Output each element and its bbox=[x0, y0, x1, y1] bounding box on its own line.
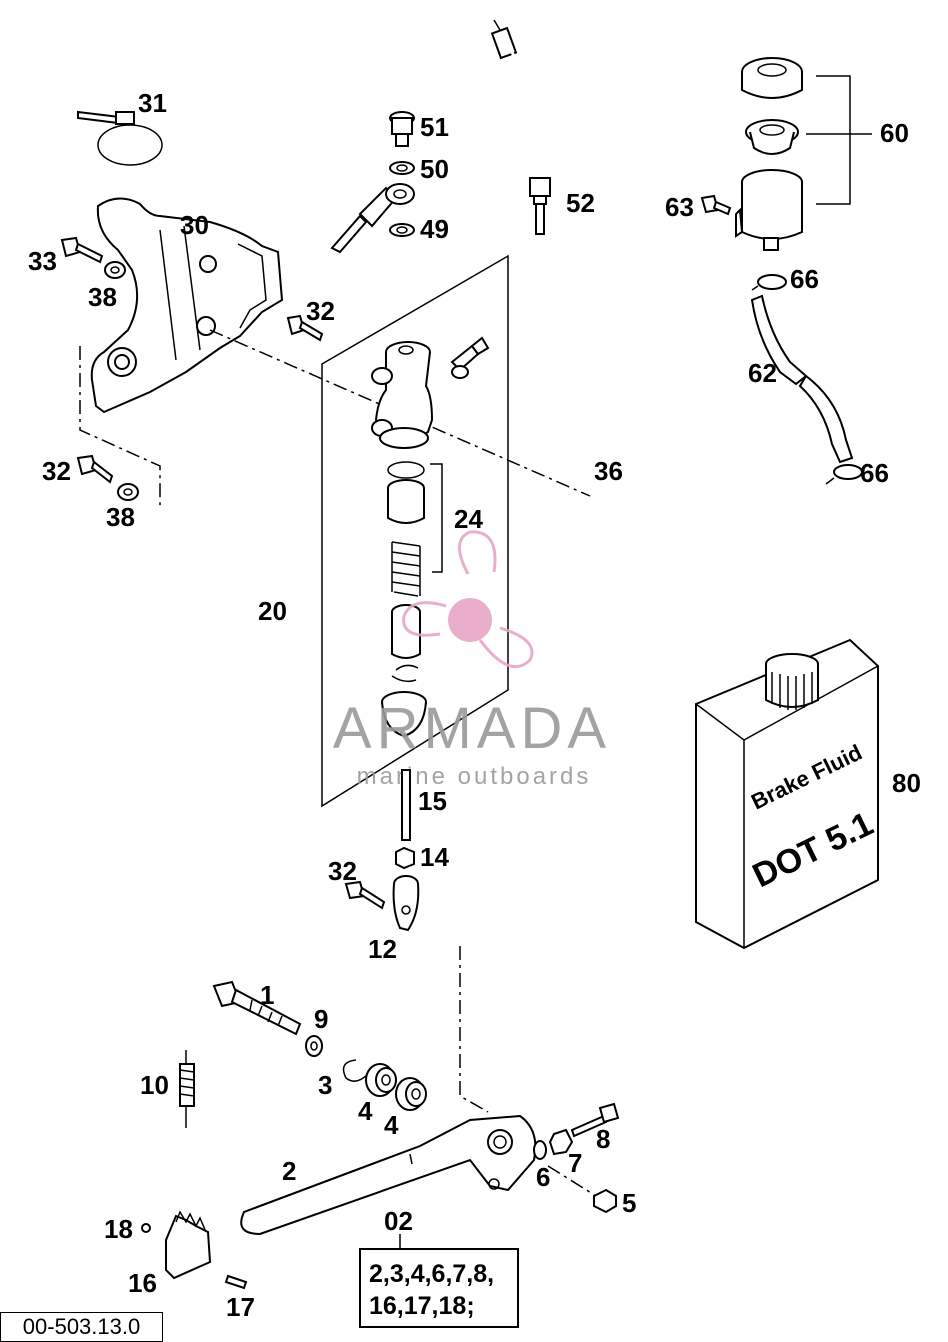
step-plate-part bbox=[165, 1210, 212, 1280]
callout-66-bottom: 66 bbox=[860, 458, 889, 488]
banjo-bolt-51-part bbox=[389, 111, 415, 147]
callout-52: 52 bbox=[566, 188, 595, 218]
rivet-18-part bbox=[141, 1223, 151, 1233]
bolt-33-part bbox=[60, 236, 104, 264]
brake-hose-fitting-part bbox=[330, 183, 415, 254]
hose-clamp-66-bottom-part bbox=[825, 464, 863, 485]
screw-63-part bbox=[700, 194, 732, 216]
hose-nipple-part bbox=[450, 336, 490, 379]
callout-16: 16 bbox=[128, 1268, 157, 1298]
callout-20: 20 bbox=[258, 596, 287, 626]
return-spring-part bbox=[179, 1050, 195, 1128]
callout-32-middle: 32 bbox=[306, 296, 335, 326]
callout-6: 6 bbox=[536, 1162, 550, 1192]
seal-ring-50-part bbox=[389, 161, 415, 175]
watermark-logo: ARMADA marine outboards bbox=[333, 530, 611, 790]
watermark-brand: ARMADA bbox=[333, 696, 611, 761]
callout-1: 1 bbox=[260, 980, 274, 1010]
washer-6-part bbox=[533, 1140, 547, 1160]
nut-5-part bbox=[593, 1188, 617, 1214]
nut-14-part bbox=[395, 846, 415, 870]
callout-51: 51 bbox=[420, 112, 449, 142]
callout-12: 12 bbox=[368, 934, 397, 964]
pedal-pivot-bolt-part bbox=[212, 980, 302, 1036]
reservoir-body-part bbox=[735, 169, 803, 251]
pushrod-part bbox=[401, 769, 411, 841]
reservoir-cap-part bbox=[741, 57, 803, 99]
callout-33: 33 bbox=[28, 246, 57, 276]
brake-pedal-part bbox=[240, 1114, 537, 1236]
callout-50: 50 bbox=[420, 154, 449, 184]
washer-9-part bbox=[305, 1035, 323, 1057]
piston-part bbox=[387, 479, 425, 524]
callout-49: 49 bbox=[420, 214, 449, 244]
callout-17: 17 bbox=[226, 1292, 255, 1322]
callout-02: 02 bbox=[384, 1206, 413, 1236]
callout-7: 7 bbox=[568, 1148, 582, 1178]
spring-part bbox=[391, 541, 421, 597]
callout-63: 63 bbox=[665, 192, 694, 222]
circlip-3-part bbox=[342, 1059, 369, 1082]
bearing-4b-part bbox=[395, 1077, 427, 1111]
callout-62: 62 bbox=[748, 358, 777, 388]
bolt-32-lower-part bbox=[76, 454, 114, 484]
brake-fluid-can-part: Brake Fluid DOT 5.1 bbox=[695, 638, 879, 950]
callout-60: 60 bbox=[880, 118, 909, 148]
callout-4a: 4 bbox=[358, 1096, 373, 1126]
screw-17-part bbox=[224, 1274, 248, 1290]
nut-7-part bbox=[548, 1128, 574, 1156]
watermark-tagline: marine outboards bbox=[357, 763, 592, 790]
callout-5: 5 bbox=[622, 1188, 636, 1218]
circlip-part bbox=[391, 664, 419, 683]
washer-38-part bbox=[104, 261, 126, 279]
callout-38-top: 38 bbox=[88, 282, 117, 312]
callout-24: 24 bbox=[454, 504, 483, 534]
mounting-bracket-part bbox=[90, 197, 284, 414]
boot-part bbox=[381, 691, 427, 738]
cable-tie-part bbox=[77, 110, 163, 166]
master-cylinder-body-part bbox=[371, 341, 434, 449]
callout-2: 2 bbox=[282, 1156, 296, 1186]
callout-32-lower: 32 bbox=[42, 456, 71, 486]
reservoir-hose-part bbox=[750, 294, 854, 464]
callout-8: 8 bbox=[596, 1124, 610, 1154]
bolt-32-left-part bbox=[286, 314, 324, 342]
brake-light-switch-part bbox=[490, 19, 551, 235]
callout-15: 15 bbox=[418, 786, 447, 816]
o-ring-part bbox=[387, 461, 425, 479]
callout-14: 14 bbox=[420, 842, 449, 872]
callout-38-lower: 38 bbox=[106, 502, 135, 532]
callout-18: 18 bbox=[104, 1214, 133, 1244]
callout-30: 30 bbox=[180, 210, 209, 240]
callout-3: 3 bbox=[318, 1070, 332, 1100]
callout-80: 80 bbox=[892, 768, 921, 798]
callout-66-top: 66 bbox=[790, 264, 819, 294]
reservoir-diaphragm-part bbox=[745, 119, 799, 155]
callout-10: 10 bbox=[140, 1070, 169, 1100]
kit-contents-line-1: 2,3,4,6,7,8, bbox=[369, 1260, 495, 1288]
callout-36: 36 bbox=[594, 456, 623, 486]
kit-contents-line-2: 16,17,18; bbox=[369, 1292, 475, 1320]
callout-32-clevis: 32 bbox=[328, 856, 357, 886]
callout-4b: 4 bbox=[384, 1110, 399, 1140]
callout-31: 31 bbox=[138, 88, 167, 118]
hose-clamp-66-top-part bbox=[751, 274, 787, 291]
clevis-12-part bbox=[392, 875, 420, 932]
bearing-4a-part bbox=[365, 1063, 397, 1097]
bolt-8-part bbox=[570, 1102, 620, 1138]
callout-9: 9 bbox=[314, 1004, 328, 1034]
washer-38-lower-part bbox=[117, 483, 139, 501]
seal-ring-49-part bbox=[389, 223, 415, 237]
diagram-reference-number: 00-503.13.0 bbox=[0, 1312, 163, 1342]
bolt-32-clevis-part bbox=[344, 880, 386, 910]
kit-contents-box: 2,3,4,6,7,8, 16,17,18; bbox=[359, 1248, 519, 1328]
